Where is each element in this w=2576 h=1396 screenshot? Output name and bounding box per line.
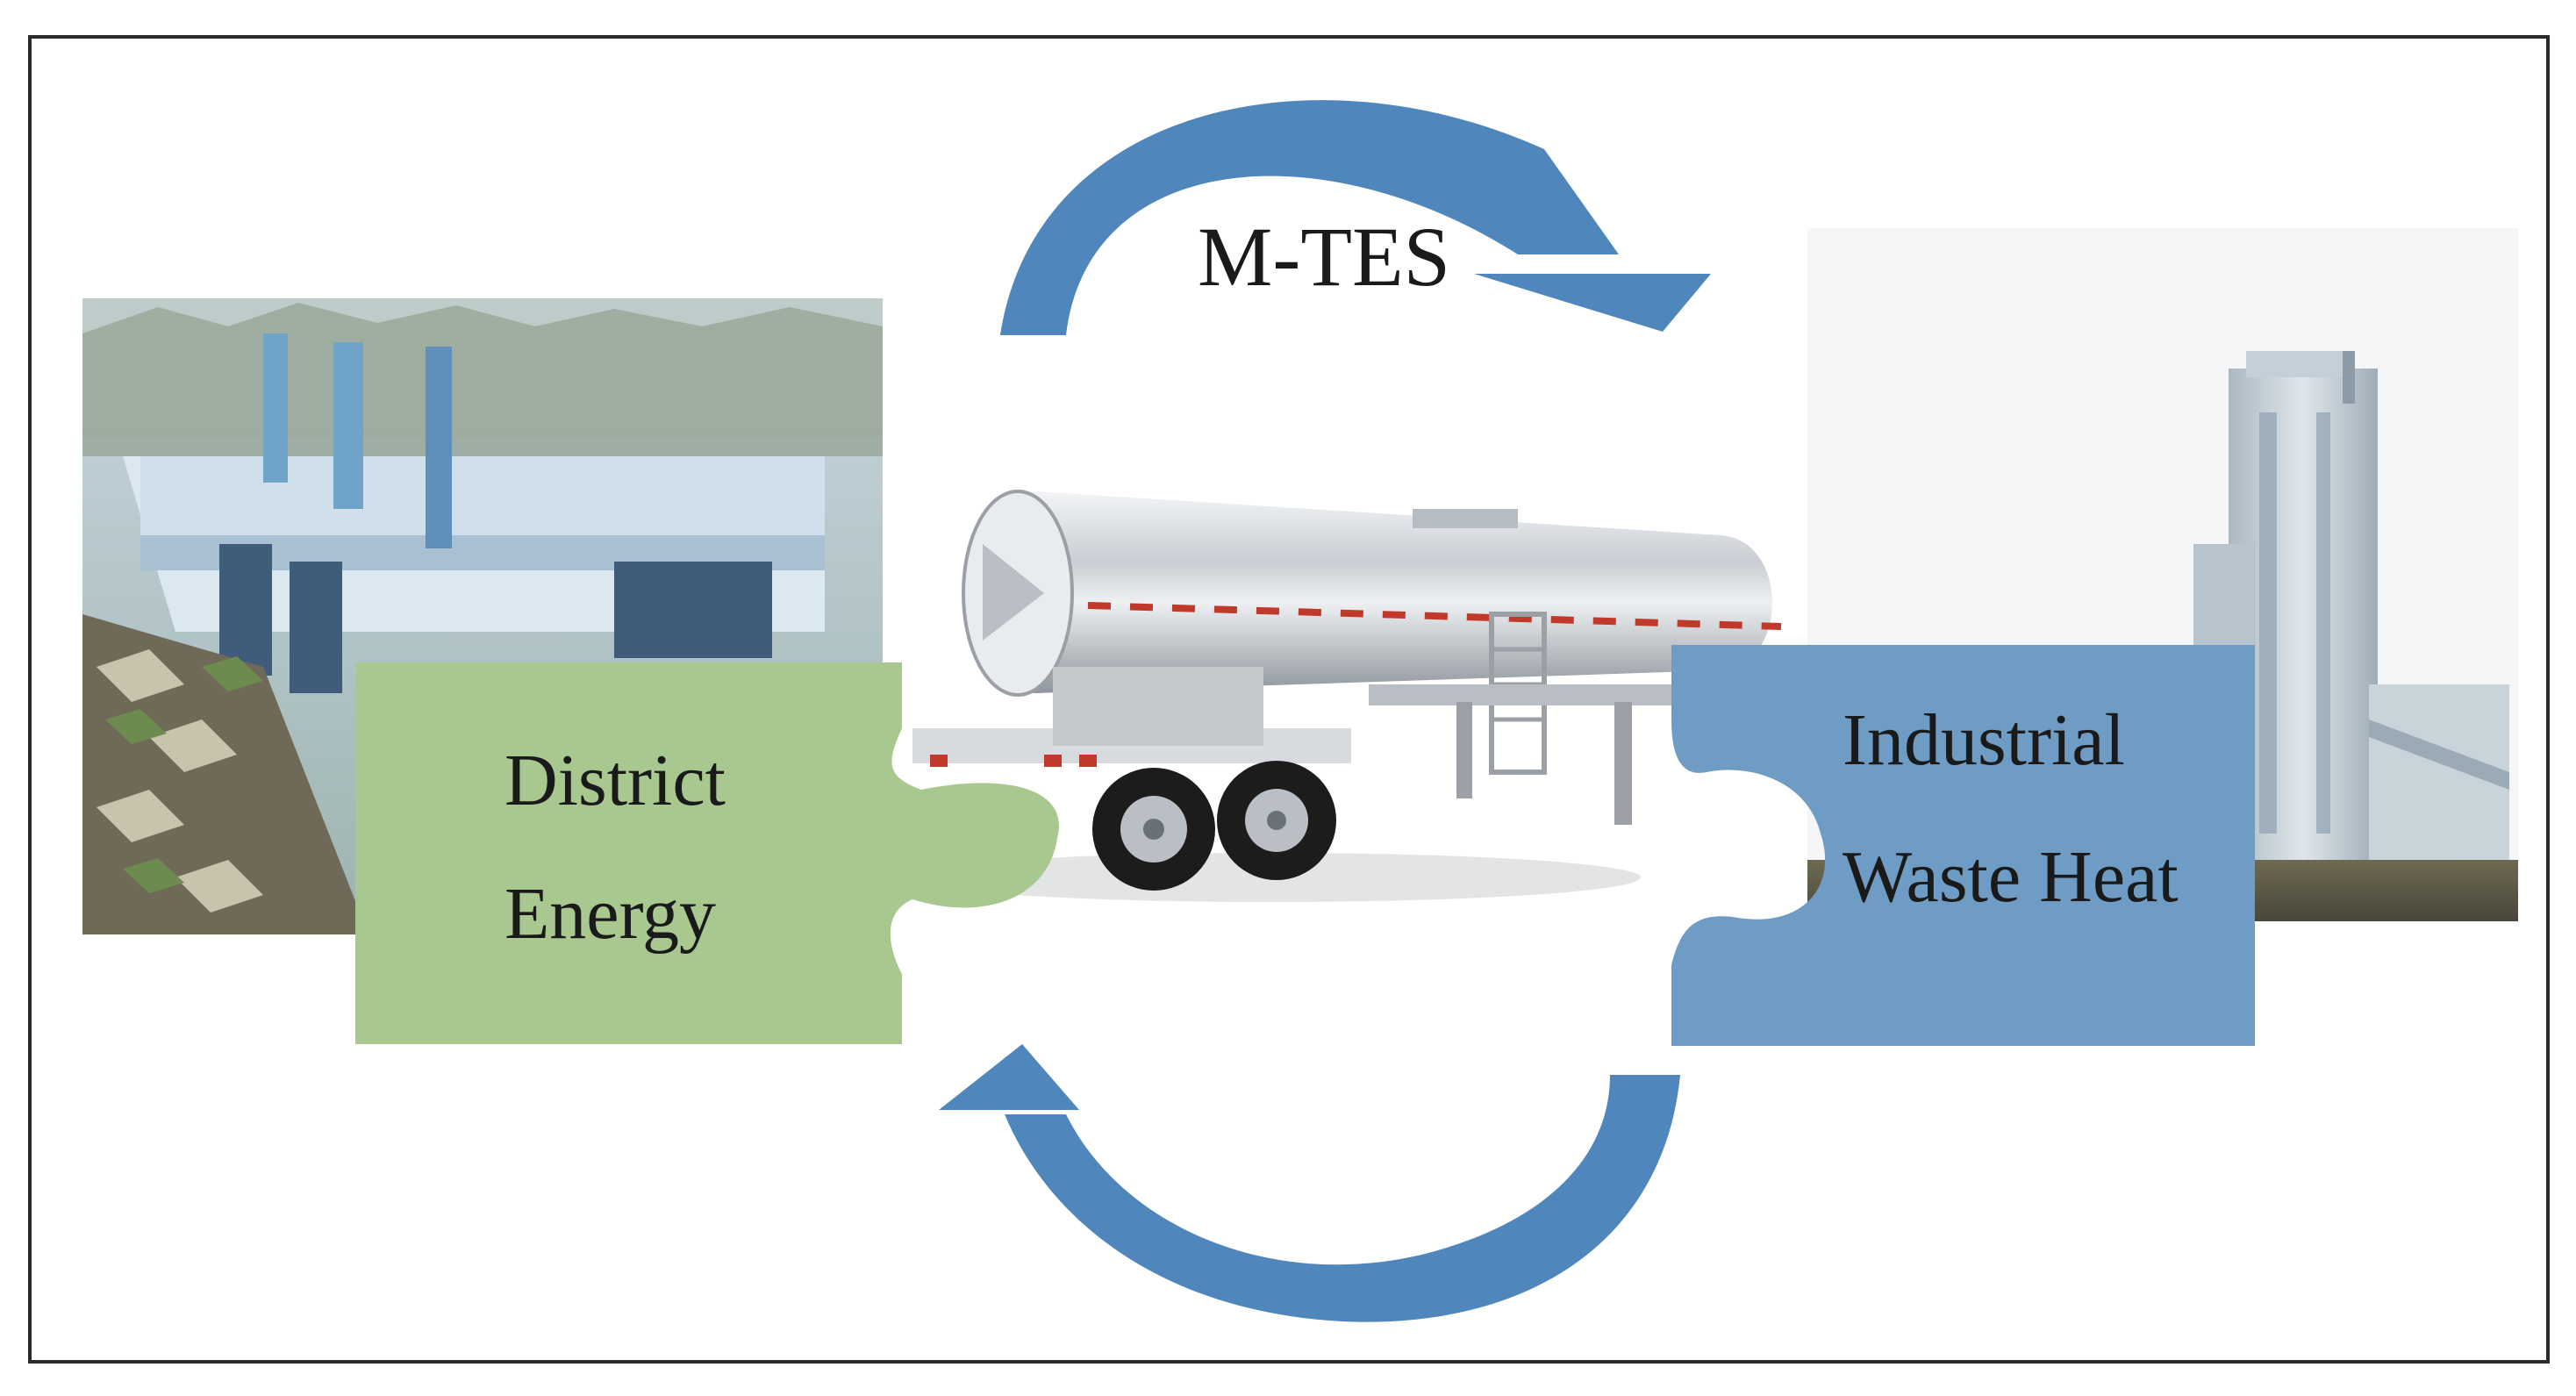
top-cycle-arrow [1000, 100, 1711, 335]
bottom-cycle-arrow [939, 1044, 1680, 1322]
industrial-waste-heat-label-line2: Waste Heat [1843, 836, 2179, 918]
tanker-trailer-photo [904, 490, 1782, 902]
industrial-waste-heat-label-line1: Industrial [1843, 699, 2125, 781]
district-energy-label-line1: District [504, 740, 726, 821]
district-energy-building-photo [82, 298, 883, 934]
district-energy-label-line2: Energy [504, 873, 717, 955]
m-tes-label: M-TES [1198, 210, 1450, 304]
industrial-waste-heat-puzzle-piece [1671, 645, 2255, 1046]
district-energy-puzzle-piece [355, 662, 1060, 1044]
